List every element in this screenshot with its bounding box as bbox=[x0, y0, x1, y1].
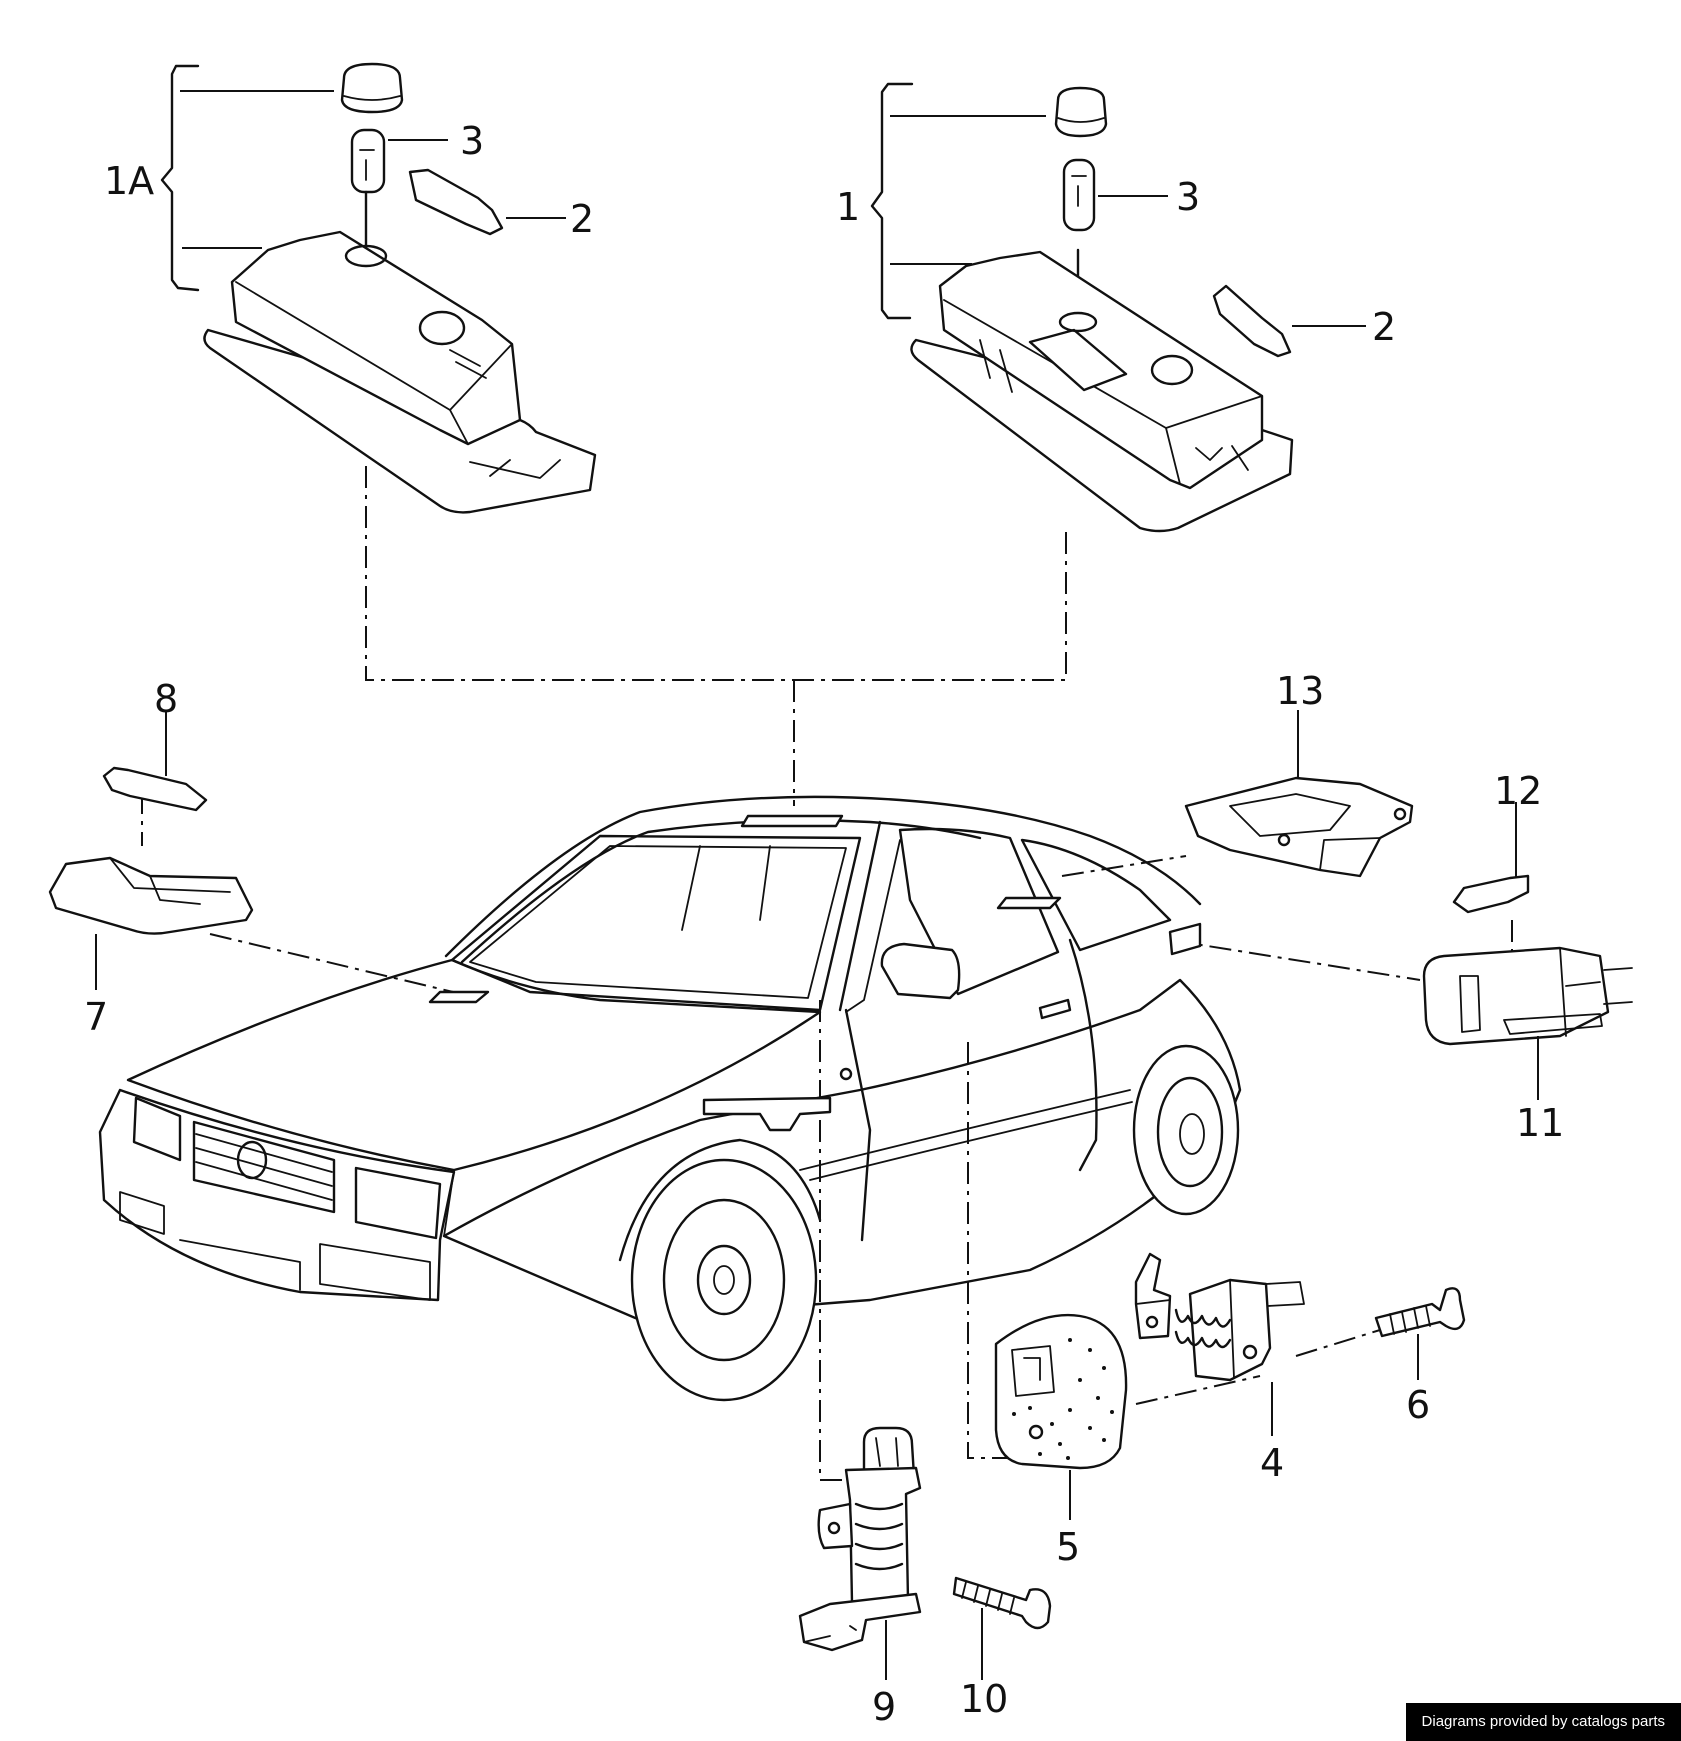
callout-5: 5 bbox=[1056, 1525, 1080, 1569]
part-7-8-lamp bbox=[48, 712, 254, 990]
lamp-holder-11 bbox=[1422, 946, 1610, 1046]
screw-6 bbox=[1374, 1287, 1466, 1338]
lens-cap-1a bbox=[340, 62, 404, 114]
part-5-switch-boot bbox=[994, 1314, 1128, 1520]
mounting-bracket-13 bbox=[1184, 776, 1414, 878]
lamp-holder-7 bbox=[48, 856, 254, 935]
grille bbox=[192, 1120, 336, 1214]
roof-outline bbox=[444, 795, 1202, 958]
wedge-bulb-1a bbox=[350, 128, 386, 194]
front-light-opening bbox=[428, 990, 490, 1004]
hood bbox=[126, 958, 822, 1172]
side-window-rear bbox=[1020, 838, 1172, 952]
festoon-bulb-12 bbox=[1452, 874, 1530, 914]
part-10-screw bbox=[952, 1576, 1052, 1680]
body-side bbox=[442, 978, 1242, 1322]
bracket-1a bbox=[160, 64, 200, 292]
callout-1a: 1A bbox=[104, 159, 154, 203]
screw-10 bbox=[952, 1576, 1052, 1630]
interior-lamp-1 bbox=[870, 82, 1366, 533]
bracket-1 bbox=[870, 82, 914, 320]
side-light-opening bbox=[996, 896, 1062, 910]
callout-13: 13 bbox=[1276, 669, 1324, 713]
callout-labels: 1A 3 2 1 3 2 8 7 13 12 11 6 4 5 9 10 bbox=[84, 119, 1564, 1729]
part-13-bracket bbox=[1184, 710, 1414, 878]
festoon-bulb-1a bbox=[408, 168, 504, 236]
part-9-hood-switch bbox=[798, 1426, 922, 1680]
rear-quarter-light-opening bbox=[1168, 922, 1202, 956]
festoon-bulb-8 bbox=[102, 766, 208, 812]
callout-6: 6 bbox=[1406, 1383, 1430, 1427]
rubber-boot-5 bbox=[994, 1314, 1128, 1470]
connection-lines bbox=[141, 466, 1513, 1481]
callout-9: 9 bbox=[872, 1685, 896, 1729]
contact-lever bbox=[1134, 1252, 1172, 1340]
callout-2-right: 2 bbox=[1372, 305, 1396, 349]
callout-7: 7 bbox=[84, 995, 108, 1039]
callout-4: 4 bbox=[1260, 1441, 1284, 1485]
part-4-door-switch bbox=[1134, 1252, 1305, 1436]
wedge-bulb-1 bbox=[1062, 158, 1096, 232]
side-mirror bbox=[880, 942, 961, 1000]
lens-cap-1 bbox=[1054, 86, 1108, 138]
rear-wheel bbox=[1132, 1044, 1240, 1216]
front-wheel bbox=[630, 1158, 818, 1402]
roof-light-opening bbox=[740, 814, 844, 828]
switch-body-4 bbox=[1188, 1278, 1272, 1382]
lamp-housing-1a bbox=[203, 328, 597, 514]
switch-housing-9 bbox=[844, 1466, 922, 1604]
headlight-left bbox=[132, 1096, 182, 1162]
callout-10: 10 bbox=[960, 1677, 1008, 1721]
callout-1: 1 bbox=[836, 185, 860, 229]
door-handle bbox=[1038, 998, 1072, 1020]
callout-2-left: 2 bbox=[570, 197, 594, 241]
hood-latch-bracket bbox=[702, 1096, 832, 1132]
callout-8: 8 bbox=[154, 677, 178, 721]
side-window-front bbox=[898, 827, 1060, 996]
terminal-tab-9 bbox=[798, 1592, 922, 1652]
car-body bbox=[98, 795, 1242, 1402]
callout-12: 12 bbox=[1494, 769, 1542, 813]
callout-3-right: 3 bbox=[1176, 175, 1200, 219]
windshield bbox=[450, 834, 862, 1012]
front-bumper bbox=[98, 1088, 456, 1302]
headlight-right bbox=[354, 1166, 442, 1240]
part-6-screw bbox=[1374, 1287, 1466, 1380]
interior-lamp-1a bbox=[160, 62, 597, 514]
callout-3-left: 3 bbox=[460, 119, 484, 163]
callout-11: 11 bbox=[1516, 1101, 1564, 1145]
part-11-12-lamp bbox=[1422, 802, 1633, 1100]
festoon-bulb-1 bbox=[1212, 284, 1292, 358]
diagram-credit-footer: Diagrams provided by catalogs parts bbox=[1405, 1703, 1681, 1741]
